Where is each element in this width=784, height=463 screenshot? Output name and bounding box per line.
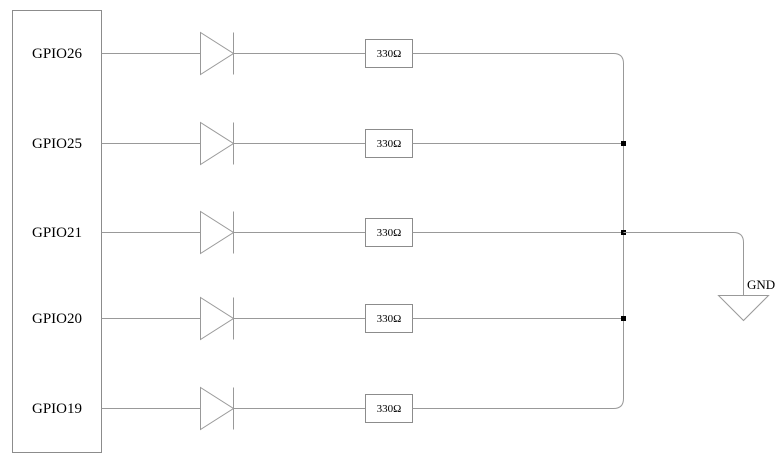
ground-icon [717,295,770,322]
diode-triangle [200,296,235,341]
gpio-pin-label: GPIO19 [32,401,82,417]
bus-wire [412,53,624,409]
circuit-row-gpio26: 330Ω [101,31,413,76]
circuit-row-gpio21: 330Ω [101,210,624,255]
junction-dot [621,316,626,321]
resistor-box [365,218,413,247]
resistor: 330Ω [365,39,413,68]
diode-triangle [200,31,235,76]
resistor-value-label: 330Ω [377,48,402,60]
gpio-pin-label: GPIO25 [32,136,82,152]
resistor-value-label: 330Ω [377,313,402,325]
resistor-box [365,39,413,68]
gpio-box-rect [12,10,102,453]
diode-icon [200,296,235,341]
gpio-pin-label: GPIO26 [32,46,83,62]
gpio-pin-label: GPIO20 [32,311,82,327]
gpio-pin-label: GPIO21 [32,225,82,241]
diode-icon [200,121,235,166]
diode-icon [200,386,235,431]
diode-triangle [200,386,235,431]
circuit-row-gpio25: 330Ω [101,121,624,166]
gnd-branch: GND [623,232,775,322]
circuit-row-gpio19: 330Ω [101,386,413,431]
diode-icon [200,31,235,76]
gpio-box: GPIO26 GPIO25 GPIO21 GPIO20 GPIO19 [12,10,102,453]
resistor-value-label: 330Ω [377,138,402,150]
gnd-label: GND [747,277,775,292]
resistor-value-label: 330Ω [377,403,402,415]
diode-icon [200,210,235,255]
circuit-row-gpio20: 330Ω [101,296,624,341]
resistor: 330Ω [365,304,413,333]
junction-dot [621,141,626,146]
diode-triangle [200,210,235,255]
resistor-value-label: 330Ω [377,227,402,239]
diode-triangle [200,121,235,166]
gnd-wire [623,232,744,296]
resistor: 330Ω [365,394,413,423]
resistor-box [365,394,413,423]
resistor: 330Ω [365,129,413,158]
resistor: 330Ω [365,218,413,247]
